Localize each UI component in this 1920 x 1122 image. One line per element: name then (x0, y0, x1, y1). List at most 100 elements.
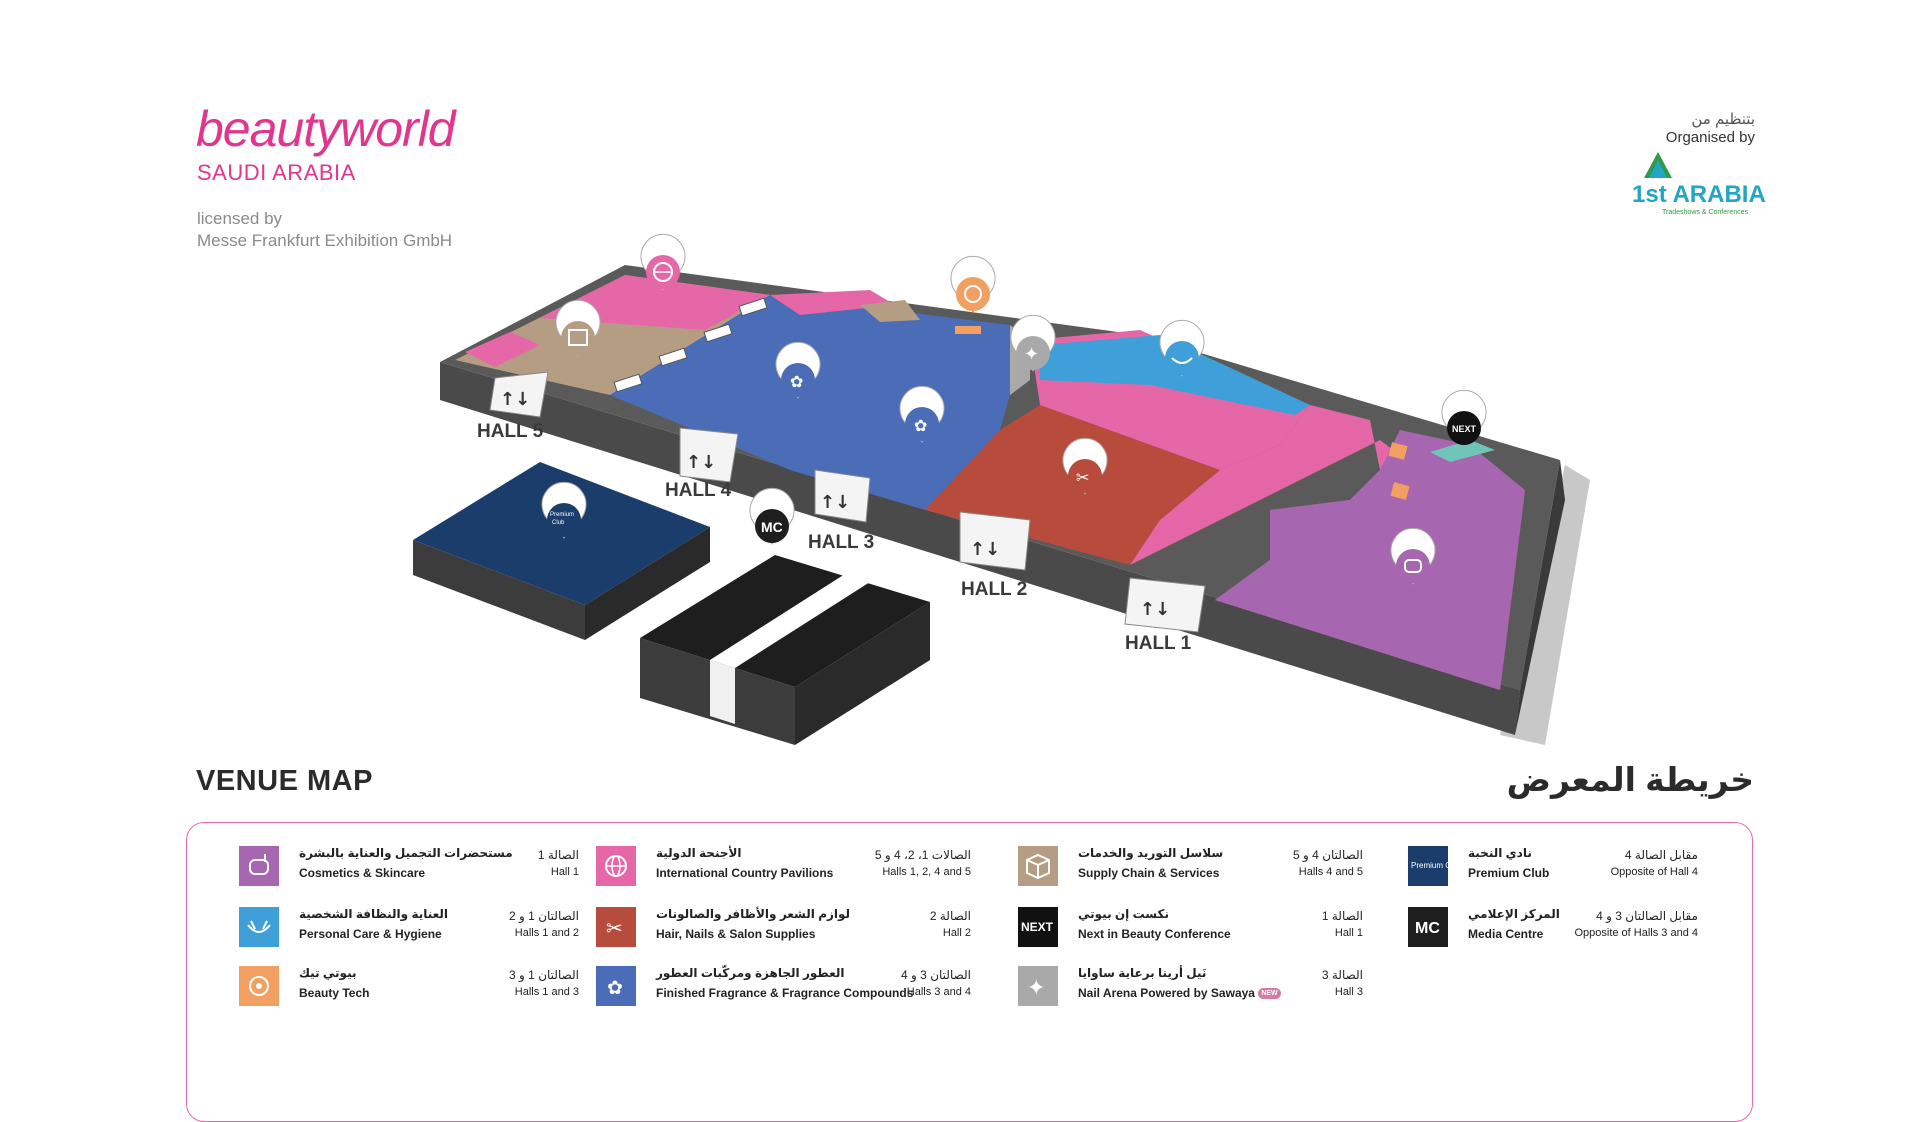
pin-beauty-tech[interactable] (950, 255, 996, 313)
pin-premium-club[interactable]: Premium Club (541, 481, 587, 539)
legend-label-ar: العطور الجاهزة ومركّبات العطور (656, 966, 845, 980)
zone-beauty-tech-c (955, 326, 981, 334)
hall-4-label: HALL 4 (665, 480, 732, 501)
pin-hair-nails[interactable]: ✂ (1062, 437, 1108, 495)
legend-hall-en: Halls 1, 2, 4 and 5 (882, 866, 971, 878)
legend-item-beauty-tech: بيوتي تيك Beauty Tech الصالتان 1 و 3 Hal… (239, 964, 579, 1008)
legend-hall-en: Opposite of Halls 3 and 4 (1574, 927, 1698, 939)
legend-label-en: Premium Club (1468, 866, 1550, 880)
organiser-logo-sub: Tradeshows & Conferences (1662, 209, 1749, 216)
svg-text:✂: ✂ (606, 916, 623, 940)
pin-next[interactable]: NEXT (1441, 389, 1487, 447)
zone-cosmetics (1215, 430, 1525, 690)
entrance-hall1: ↑↓ (1124, 577, 1206, 633)
pin-globe[interactable] (640, 233, 686, 291)
premium-club-icon-text: Premium Club (1411, 861, 1448, 870)
legend-item-media-centre: MC المركز الإعلامي Media Centre مقابل ال… (1408, 905, 1698, 949)
pin-fragrance-hall4[interactable]: ✿ (775, 341, 821, 399)
premium-club-icon: Premium Club (1408, 846, 1462, 886)
legend-label-ar: نكست إن بيوتي (1078, 907, 1169, 921)
legend-label-ar: نَيل أرينا برعاية ساوايا (1078, 966, 1207, 980)
legend-label-ar: لوازم الشعر والأظافر والصالونات (656, 907, 851, 921)
legend-label-en: Hair, Nails & Salon Supplies (656, 927, 816, 941)
beauty-tech-icon (239, 966, 279, 1006)
venue-map-title-en: VENUE MAP (196, 765, 373, 797)
svg-text:✿: ✿ (607, 977, 623, 999)
organiser-label-en: Organised by (1665, 129, 1755, 146)
legend-hall-en: Halls 3 and 4 (906, 986, 971, 998)
entrance-hall3: ↑↓ (814, 469, 871, 523)
legend-hall-en: Halls 1 and 2 (514, 927, 579, 939)
legend-label-ar: مستحضرات التجميل والعناية بالبشرة (299, 846, 513, 860)
legend-label-ar: سلاسل التوريد والخدمات (1078, 846, 1224, 860)
hall-3-label: HALL 3 (808, 532, 874, 553)
pin-cosmetics[interactable] (1390, 527, 1436, 585)
pin-mc-label: MC (761, 519, 783, 535)
globe-icon (596, 846, 636, 886)
legend-label-ar: بيوتي تيك (299, 966, 357, 980)
legend-hall-ar: مقابل الصالتان 3 و 4 (1596, 909, 1698, 923)
legend-item-hair-nails: ✂ لوازم الشعر والأظافر والصالونات Hair, … (596, 905, 971, 949)
pin-personal-care[interactable] (1159, 319, 1205, 377)
licensed-line1: licensed by (197, 209, 283, 228)
legend-label-en: Cosmetics & Skincare (299, 866, 426, 880)
legend-label-ar: المركز الإعلامي (1468, 907, 1560, 921)
personal-care-icon (239, 907, 279, 947)
mc-icon-text: MC (1415, 920, 1440, 937)
legend-label-en: Next in Beauty Conference (1078, 927, 1231, 941)
zone-beauty-tech-b (1390, 482, 1410, 500)
scissors-icon: ✂ (596, 907, 636, 947)
svg-text:↑↓: ↑↓ (820, 492, 850, 513)
licensed-by: licensed by Messe Frankfurt Exhibition G… (197, 208, 452, 252)
pin-supply-chain[interactable] (555, 299, 601, 357)
legend-hall-en: Hall 3 (1334, 986, 1363, 998)
cosmetics-icon (239, 846, 279, 886)
legend-label-ar: نادي النخبة (1468, 846, 1532, 860)
legend-hall-ar: الصالة 1 (537, 848, 579, 862)
legend-label-en: Nail Arena Powered by Sawaya NEW (1078, 986, 1281, 1000)
legend-label-ar: الأجنحة الدولية (656, 846, 742, 860)
svg-text:Premium: Premium (550, 512, 574, 518)
hall-5-label: HALL 5 (477, 421, 544, 442)
pin-fragrance-hall3[interactable]: ✿ (899, 385, 945, 443)
legend-hall-en: Halls 4 and 5 (1298, 866, 1363, 878)
pin-media-centre[interactable]: MC (749, 487, 795, 545)
legend-label-en: Personal Care & Hygiene (299, 927, 442, 941)
legend-item-next: NEXT نكست إن بيوتي Next in Beauty Confer… (1018, 905, 1363, 949)
svg-text:↑↓: ↑↓ (1140, 599, 1170, 620)
svg-text:↑↓: ↑↓ (686, 452, 716, 473)
svg-text:↑↓: ↑↓ (500, 389, 530, 410)
next-icon-text: NEXT (1021, 920, 1054, 934)
legend-item-cosmetics: مستحضرات التجميل والعناية بالبشرة Cosmet… (239, 844, 579, 888)
legend-label-en: International Country Pavilions (656, 866, 834, 880)
next-icon: NEXT (1018, 907, 1058, 947)
entrance-hall5: ↑↓ (489, 371, 549, 418)
legend-item-international: الأجنحة الدولية International Country Pa… (596, 844, 971, 888)
svg-text:✿: ✿ (914, 416, 927, 435)
legend-hall-en: Opposite of Hall 4 (1610, 866, 1698, 878)
zone-supply-chain-hall4 (860, 300, 920, 322)
legend-hall-ar: الصالتان 1 و 3 (509, 968, 579, 982)
fragrance-icon: ✿ (596, 966, 636, 1006)
legend-label-en-text: Nail Arena Powered by Sawaya (1078, 986, 1255, 1000)
legend-label-en: Finished Fragrance & Fragrance Compounds (656, 986, 914, 1000)
svg-text:↑↓: ↑↓ (970, 539, 1000, 560)
zone-international-hall4 (770, 290, 895, 315)
legend-label-en: Media Centre (1468, 927, 1544, 941)
pin-nail-arena[interactable]: ✦ (1010, 314, 1056, 372)
legend-label-en: Supply Chain & Services (1078, 866, 1220, 880)
organiser-label-ar: بتنظيم من (1691, 111, 1755, 128)
zone-beauty-tech-a (1388, 442, 1408, 460)
legend-item-personal-care: العناية والنظافة الشخصية Personal Care &… (239, 905, 579, 949)
pin-next-label: NEXT (1452, 424, 1477, 434)
legend-item-supply-chain: سلاسل التوريد والخدمات Supply Chain & Se… (1018, 844, 1363, 888)
new-badge: NEW (1258, 988, 1281, 1000)
brand-subtitle: SAUDI ARABIA (197, 160, 356, 185)
legend-hall-en: Hall 1 (1334, 927, 1363, 939)
legend-label-en: Beauty Tech (299, 986, 370, 1000)
box-icon (1018, 846, 1058, 886)
svg-text:✦: ✦ (1024, 344, 1039, 365)
svg-text:✂: ✂ (1076, 468, 1089, 487)
entrance-hall2: ↑↓ (959, 511, 1031, 571)
legend-hall-ar: الصالتان 3 و 4 (901, 968, 971, 982)
